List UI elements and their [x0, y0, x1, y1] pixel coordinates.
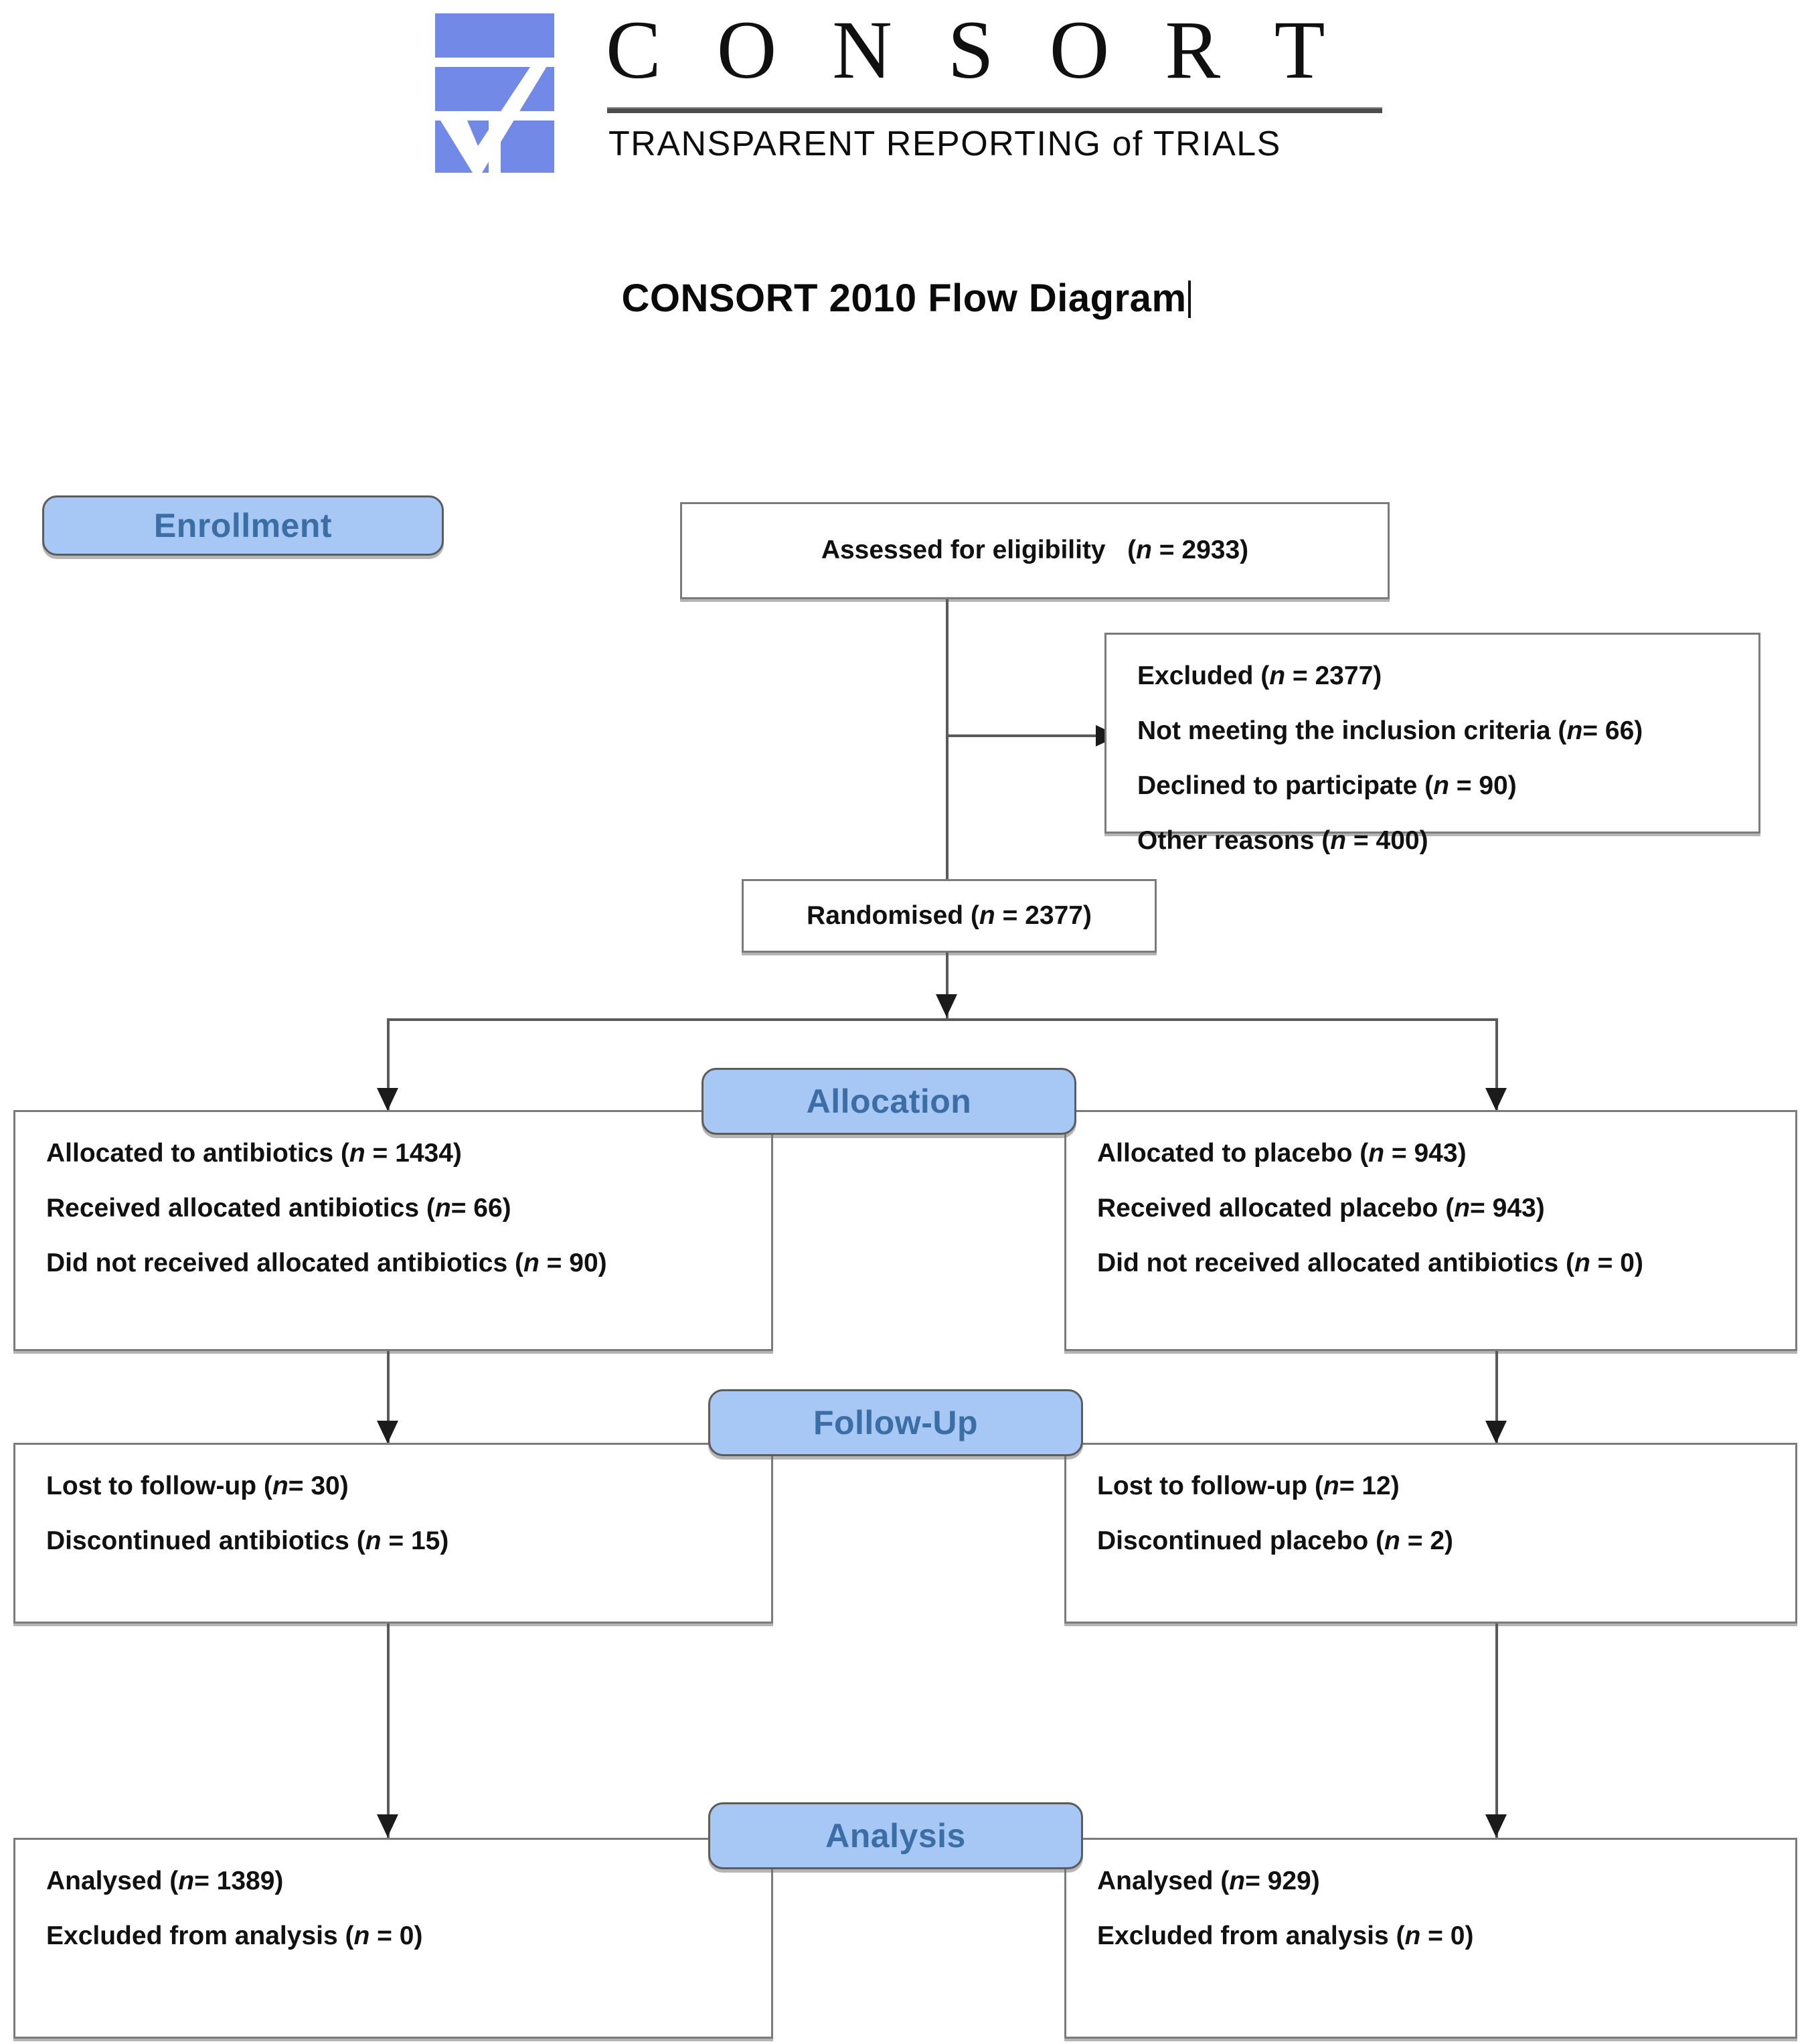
excluded-line: Not meeting the inclusion criteria (n= 6… — [1137, 716, 1643, 745]
box-followup-antibiotics: Lost to follow-up (n= 30) Discontinued a… — [13, 1443, 773, 1624]
page-title: CONSORT 2010 Flow Diagram — [0, 276, 1812, 321]
stage-label-allocation-text: Allocation — [806, 1083, 972, 1120]
stage-label-analysis: Analysis — [708, 1802, 1083, 1869]
text-cursor — [1187, 281, 1191, 318]
alloc-right-line: Did not received allocated antibiotics (… — [1097, 1248, 1643, 1277]
consort-logo-mark-icon — [435, 13, 554, 173]
box-assessed-for-eligibility: Assessed for eligibility (n = 2933) — [680, 502, 1390, 599]
alloc-left-line: Allocated to antibiotics (n = 1434) — [46, 1139, 462, 1168]
follow-left-line: Discontinued antibiotics (n = 15) — [46, 1526, 449, 1555]
stage-label-followup: Follow-Up — [708, 1389, 1083, 1456]
alloc-left-line: Received allocated antibiotics (n= 66) — [46, 1193, 511, 1223]
alloc-right-line: Allocated to placebo (n = 943) — [1097, 1139, 1467, 1168]
eligibility-n-value: = 2933) — [1151, 536, 1249, 565]
analysis-left-line: Excluded from analysis (n = 0) — [46, 1921, 423, 1950]
eligibility-paren: ( — [1127, 536, 1137, 565]
arrow-to-alloc-right-icon — [1485, 1088, 1507, 1111]
analysis-left-line: Analysed (n= 1389) — [46, 1867, 284, 1895]
box-randomised: Randomised (n = 2377) — [742, 879, 1157, 953]
eligibility-line: Assessed for eligibility (n = 2933) — [821, 536, 1249, 565]
consort-wordmark-text: C O N S O R T — [606, 4, 1343, 96]
excluded-line: Other reasons (n = 400) — [1137, 826, 1428, 855]
box-allocation-placebo: Allocated to placebo (n = 943) Received … — [1064, 1110, 1797, 1351]
arrow-to-follow-left-icon — [377, 1421, 398, 1443]
arrow-to-alloc-left-icon — [377, 1088, 398, 1111]
wordmark-divider — [607, 107, 1382, 113]
arrow-randomised-down-icon — [936, 994, 957, 1017]
arrow-to-follow-right-icon — [1485, 1421, 1507, 1443]
connector-alloc-right-to-follow-right — [1495, 1351, 1498, 1445]
connector-eligibility-to-excluded — [946, 734, 1100, 737]
excluded-line: Declined to participate (n = 90) — [1137, 771, 1517, 800]
connector-eligibility-to-randomised — [946, 599, 949, 879]
analysis-right-line: Analysed (n= 929) — [1097, 1867, 1320, 1895]
connector-follow-right-to-analysis-right — [1495, 1624, 1498, 1838]
stage-label-enrollment: Enrollment — [42, 495, 444, 556]
connector-split-left — [387, 1018, 390, 1112]
randomised-line: Randomised (n = 2377) — [807, 900, 1092, 930]
box-followup-placebo: Lost to follow-up (n= 12) Discontinued p… — [1064, 1443, 1797, 1624]
eligibility-n-var: n — [1136, 536, 1152, 565]
eligibility-label: Assessed for eligibility — [821, 536, 1106, 565]
connector-randomised-down — [946, 953, 949, 1020]
consort-wordmark: C O N S O R T TRANSPARENT REPORTING of T… — [606, 5, 1386, 174]
connector-follow-left-to-analysis-left — [387, 1624, 390, 1838]
stage-label-analysis-text: Analysis — [825, 1817, 966, 1855]
connector-randomised-split-bar — [387, 1018, 1498, 1021]
arrow-to-analysis-right-icon — [1485, 1814, 1507, 1837]
connector-split-right — [1495, 1018, 1498, 1112]
box-excluded: Excluded (n = 2377) Not meeting the incl… — [1104, 633, 1760, 854]
consort-tagline-text: TRANSPARENT REPORTING of TRIALS — [608, 125, 1281, 163]
consort-logo: C O N S O R T TRANSPARENT REPORTING of T… — [435, 5, 1386, 179]
alloc-right-line: Received allocated placebo (n= 943) — [1097, 1193, 1545, 1223]
box-analysis-placebo: Analysed (n= 929) Excluded from analysis… — [1064, 1838, 1797, 2039]
box-allocation-antibiotics: Allocated to antibiotics (n = 1434) Rece… — [13, 1110, 773, 1351]
stage-label-enrollment-text: Enrollment — [153, 507, 333, 544]
follow-right-line: Discontinued placebo (n = 2) — [1097, 1526, 1453, 1555]
alloc-left-line: Did not received allocated antibiotics (… — [46, 1248, 607, 1277]
arrow-to-analysis-left-icon — [377, 1814, 398, 1837]
connector-alloc-left-to-follow-left — [387, 1351, 390, 1445]
page-title-text: CONSORT 2010 Flow Diagram — [621, 277, 1187, 320]
excluded-line: Excluded (n = 2377) — [1137, 661, 1382, 690]
stage-label-allocation: Allocation — [702, 1068, 1076, 1135]
box-analysis-antibiotics: Analysed (n= 1389) Excluded from analysi… — [13, 1838, 773, 2039]
analysis-right-line: Excluded from analysis (n = 0) — [1097, 1921, 1474, 1950]
stage-label-followup-text: Follow-Up — [813, 1404, 979, 1441]
follow-left-line: Lost to follow-up (n= 30) — [46, 1472, 349, 1500]
follow-right-line: Lost to follow-up (n= 12) — [1097, 1472, 1400, 1500]
